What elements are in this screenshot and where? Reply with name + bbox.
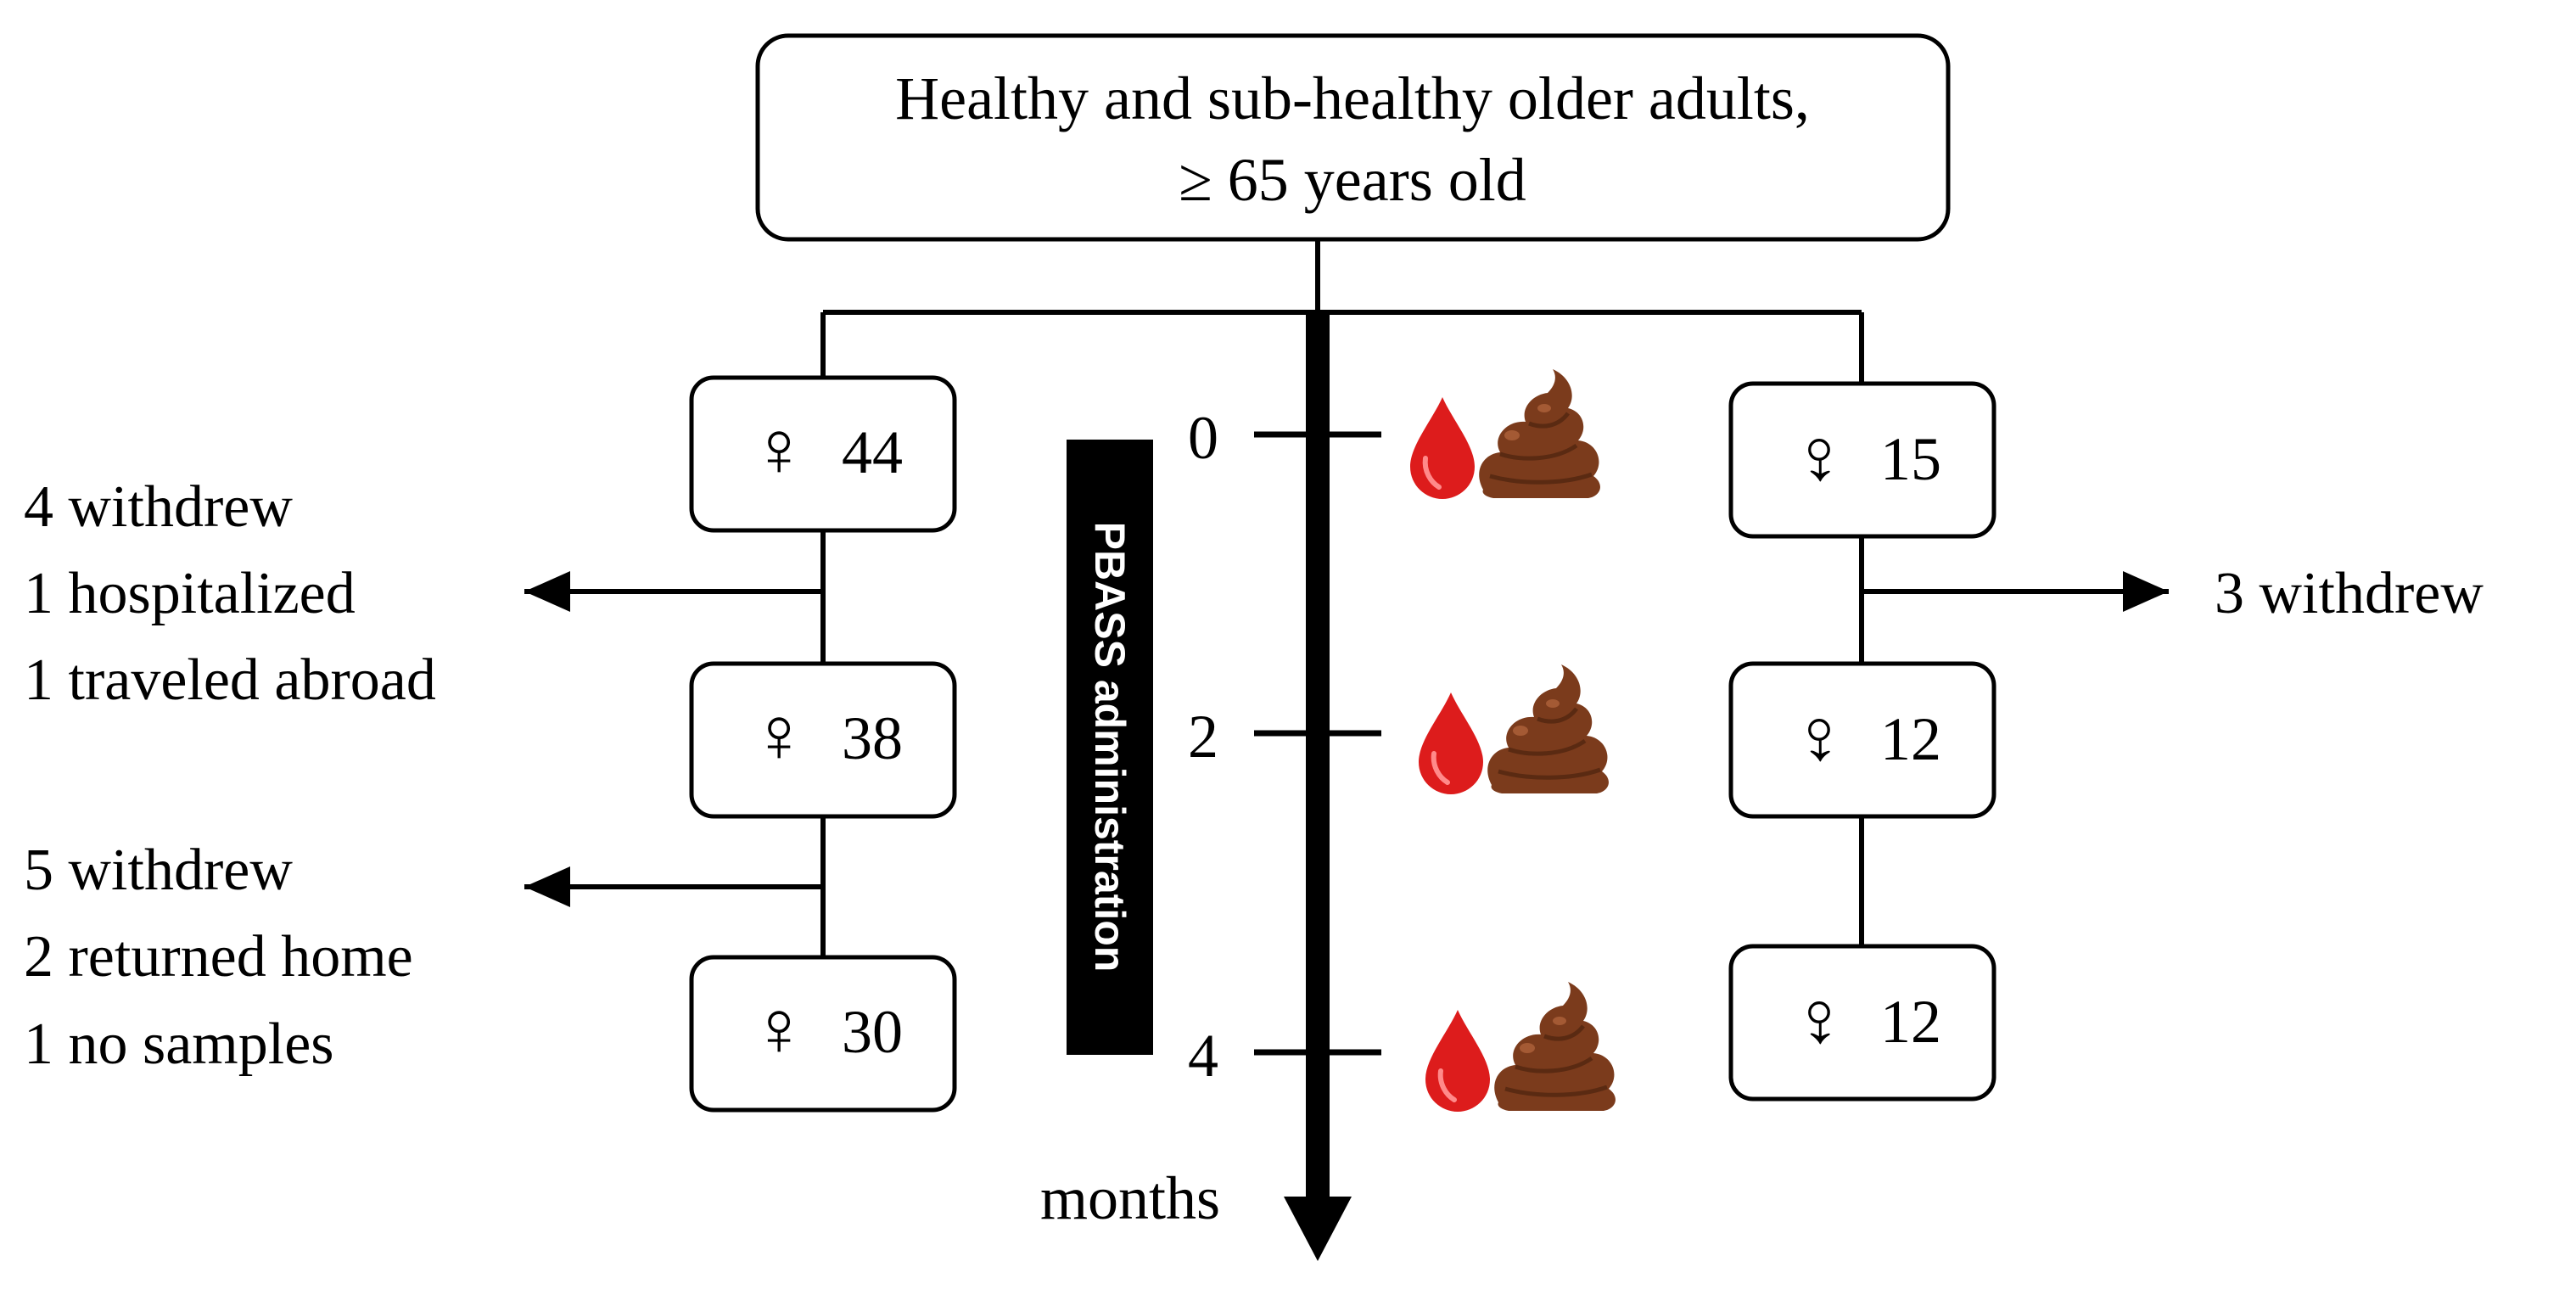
blood-drop-icon: [1425, 1010, 1490, 1112]
female-count-1: 38: [842, 704, 903, 772]
dropout-line: 1 traveled abroad: [24, 648, 436, 713]
timeline-axis: [1306, 312, 1330, 1202]
male-count-1: 12: [1880, 705, 1941, 773]
female-box-2: ♀ 30: [689, 955, 957, 1113]
timeline-label: PBASS administration: [1086, 522, 1134, 973]
branch-connectors: [820, 239, 1864, 384]
male-box-2: ♂ 12: [1728, 944, 1996, 1102]
blood-drop-icon: [1419, 692, 1483, 794]
female-box-1: ♀ 38: [689, 661, 957, 819]
top-box: Healthy and sub-healthy older adults, ≥ …: [755, 33, 1951, 242]
female-dropout-1: 4 withdrew 1 hospitalized 1 traveled abr…: [24, 474, 436, 713]
female-column: ♀ 44 ♀ 38 ♀ 30 4 withdrew 1 hospitalized…: [24, 375, 957, 1113]
timeline-arrow-down-icon: [1284, 1197, 1352, 1261]
male-box-1: ♂ 12: [1728, 661, 1996, 819]
stool-icon: [1479, 369, 1600, 498]
female-symbol-icon: ♀: [750, 692, 809, 778]
dropout-line: 5 withdrew: [24, 838, 293, 903]
male-count-0: 15: [1880, 425, 1941, 493]
timeline-tick-label-0: 0: [1188, 404, 1218, 472]
top-box-line2: ≥ 65 years old: [1179, 146, 1526, 214]
timeline-label-box: PBASS administration: [1067, 440, 1153, 1055]
female-count-2: 30: [842, 998, 903, 1066]
male-dropout-line: 3 withdrew: [2215, 561, 2484, 626]
blood-drop-icon: [1410, 397, 1475, 499]
male-count-2: 12: [1880, 988, 1941, 1056]
female-count-0: 44: [842, 418, 903, 486]
sample-icons: [1410, 369, 1616, 1112]
timeline: 0 2 4 months PBASS administration: [1040, 312, 1381, 1261]
timeline-unit-label: months: [1040, 1164, 1220, 1232]
top-box-line1: Healthy and sub-healthy older adults,: [895, 64, 1810, 132]
dropout-line: 1 hospitalized: [24, 561, 356, 626]
dropout-line: 4 withdrew: [24, 474, 293, 540]
dropout-line: 1 no samples: [24, 1012, 334, 1077]
female-symbol-icon: ♀: [750, 985, 809, 1072]
timeline-tick-label-4: 4: [1188, 1022, 1218, 1090]
male-box-0: ♂ 15: [1728, 381, 1996, 539]
female-symbol-icon: ♀: [750, 406, 809, 492]
female-box-0: ♀ 44: [689, 375, 957, 533]
stool-icon: [1494, 982, 1616, 1111]
male-column: ♂ 15 ♂ 12 ♂ 12 3 withdrew: [1728, 381, 2484, 1102]
female-dropout-2: 5 withdrew 2 returned home 1 no samples: [24, 838, 413, 1077]
dropout-line: 2 returned home: [24, 924, 413, 989]
timeline-tick-label-2: 2: [1188, 703, 1218, 771]
stool-icon: [1487, 664, 1609, 793]
